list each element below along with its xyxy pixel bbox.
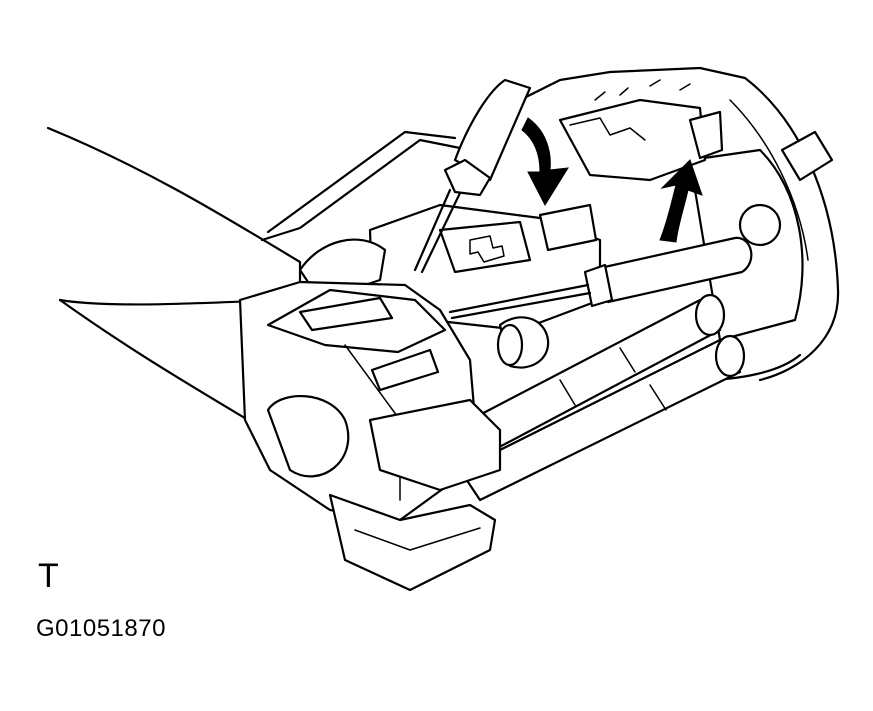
switch-body (298, 203, 602, 332)
upper-connector (558, 79, 724, 182)
push-down-arrow-icon (521, 117, 569, 207)
lock-cylinder-housing (238, 280, 502, 592)
guide-shafts (458, 293, 746, 502)
view-code-label: T (38, 557, 59, 595)
figure-id-label: G01051870 (36, 615, 166, 642)
lower-screwdriver (448, 236, 753, 320)
upper-screwdriver (413, 78, 532, 274)
lift-up-arrow-icon (659, 159, 703, 243)
column-cover (46, 66, 840, 422)
